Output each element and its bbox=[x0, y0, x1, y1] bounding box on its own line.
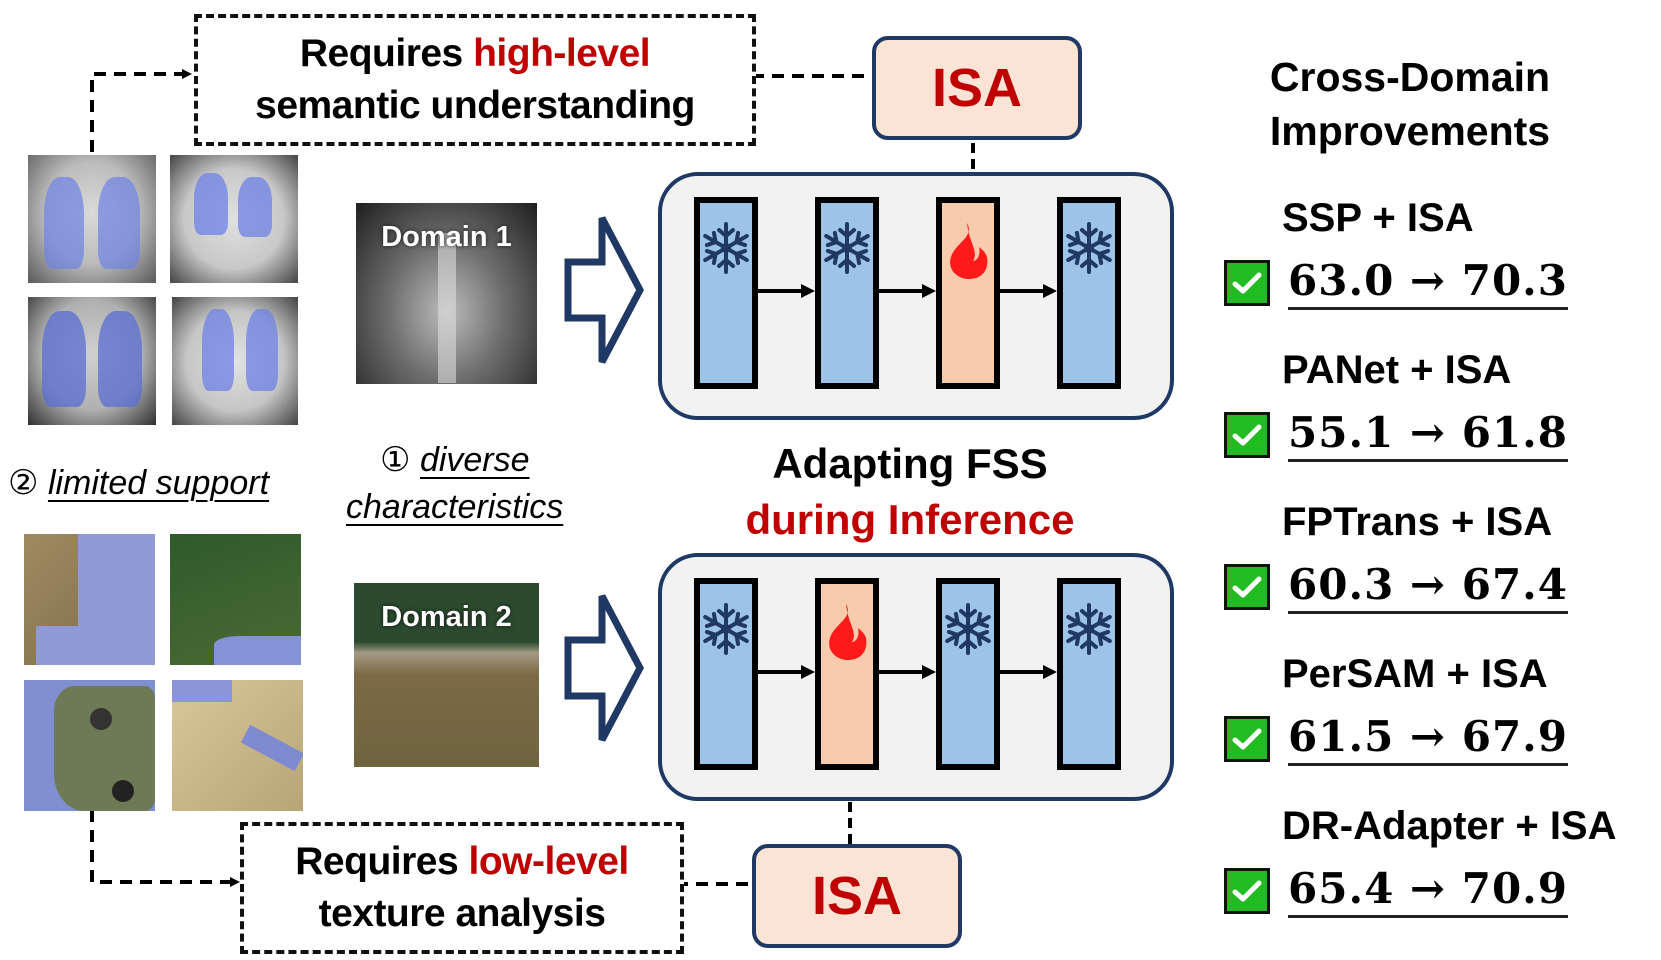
snowflake-icon bbox=[1065, 602, 1113, 661]
checkmark-icon bbox=[1224, 260, 1270, 306]
result-row: 63.0 → 70.3 bbox=[1224, 256, 1569, 310]
bottom-connector bbox=[90, 810, 240, 887]
snowflake-icon bbox=[823, 221, 871, 280]
number-2-icon: ② bbox=[8, 464, 39, 502]
requirement-highlight: low-level bbox=[468, 840, 630, 883]
low-level-requirement-box: Requires low-level texture analysis bbox=[240, 822, 684, 954]
bottom-block-2-active bbox=[815, 578, 879, 770]
high-level-line1: Requires high-level bbox=[299, 28, 651, 80]
satellite-support-image-4 bbox=[172, 680, 303, 811]
isa-bottom-label: ISA bbox=[811, 866, 903, 926]
bottom-flow-arrow-3 bbox=[1000, 665, 1057, 679]
xray-support-image-4 bbox=[172, 297, 298, 425]
center-title-line2: during Inference bbox=[745, 496, 1075, 543]
result-row: 55.1 → 61.8 bbox=[1224, 408, 1569, 462]
flame-icon bbox=[824, 602, 870, 667]
domain2-flow-arrow bbox=[564, 594, 644, 742]
center-title: Adapting FSS during Inference bbox=[660, 436, 1160, 548]
result-method-name: SSP + ISA bbox=[1282, 196, 1474, 240]
high-level-requirement-box: Requires high-level semantic understandi… bbox=[194, 14, 756, 146]
domain2-query-image: Domain 2 bbox=[354, 583, 539, 767]
satellite-support-image-1 bbox=[24, 534, 155, 665]
snowflake-icon bbox=[944, 602, 992, 661]
limited-support-text: limited support bbox=[47, 464, 270, 502]
result-score: 60.3 → 67.4 bbox=[1288, 560, 1569, 614]
top-flow-arrow-2 bbox=[879, 284, 936, 298]
result-method-name: PerSAM + ISA bbox=[1282, 652, 1548, 696]
checkmark-icon bbox=[1224, 564, 1270, 610]
top-block-2-frozen bbox=[815, 197, 879, 389]
results-title-line2: Improvements bbox=[1269, 108, 1551, 154]
results-title-line1: Cross-Domain bbox=[1269, 54, 1551, 100]
bottom-flow-arrow-1 bbox=[758, 665, 815, 679]
satellite-support-image-2 bbox=[170, 534, 301, 665]
center-title-line1: Adapting FSS bbox=[772, 440, 1048, 487]
result-row: 65.4 → 70.9 bbox=[1224, 864, 1569, 918]
bottom-block-4-frozen bbox=[1057, 578, 1121, 770]
characteristics-caption: characteristics bbox=[346, 488, 563, 527]
checkmark-icon bbox=[1224, 716, 1270, 762]
limited-support-caption: ② limited support bbox=[8, 463, 269, 503]
checkmark-icon bbox=[1224, 868, 1270, 914]
satellite-support-image-3 bbox=[24, 680, 155, 811]
domain2-label: Domain 2 bbox=[381, 601, 512, 633]
domain1-label: Domain 1 bbox=[381, 221, 512, 253]
bottom-block-3-frozen bbox=[936, 578, 1000, 770]
top-connector bbox=[90, 69, 192, 152]
result-row: 61.5 → 67.9 bbox=[1224, 712, 1569, 766]
result-method-name: PANet + ISA bbox=[1282, 348, 1512, 392]
result-method-name: FPTrans + ISA bbox=[1282, 500, 1553, 544]
domain1-query-image: Domain 1 bbox=[356, 203, 537, 384]
high-level-line2: semantic understanding bbox=[255, 84, 695, 127]
top-block-3-active bbox=[936, 197, 1000, 389]
low-level-line2: texture analysis bbox=[318, 892, 606, 935]
snowflake-icon bbox=[702, 221, 750, 280]
snowflake-icon bbox=[1065, 221, 1113, 280]
isa-bottom-box: ISA bbox=[752, 844, 962, 948]
requirement-prefix: Requires bbox=[299, 32, 474, 75]
results-title: Cross-Domain Improvements bbox=[1210, 50, 1610, 158]
result-score: 63.0 → 70.3 bbox=[1288, 256, 1569, 310]
number-1-icon: ① bbox=[380, 441, 411, 479]
bottom-flow-arrow-2 bbox=[879, 665, 936, 679]
flame-icon bbox=[945, 221, 991, 286]
xray-support-image-1 bbox=[28, 155, 156, 283]
result-score: 55.1 → 61.8 bbox=[1288, 408, 1569, 462]
xray-support-image-3 bbox=[28, 297, 156, 425]
isa-top-box: ISA bbox=[872, 36, 1082, 140]
low-level-line1: Requires low-level bbox=[295, 836, 630, 888]
snowflake-icon bbox=[702, 602, 750, 661]
requirement-highlight: high-level bbox=[473, 32, 651, 75]
diverse-caption: ① diverse bbox=[380, 440, 530, 480]
characteristics-text: characteristics bbox=[346, 488, 564, 526]
result-score: 61.5 → 67.9 bbox=[1288, 712, 1569, 766]
top-flow-arrow-3 bbox=[1000, 284, 1057, 298]
checkmark-icon bbox=[1224, 412, 1270, 458]
xray-support-image-2 bbox=[170, 155, 298, 283]
isa-top-label: ISA bbox=[931, 58, 1023, 118]
result-method-name: DR-Adapter + ISA bbox=[1282, 804, 1617, 848]
top-block-1-frozen bbox=[694, 197, 758, 389]
top-flow-arrow-1 bbox=[758, 284, 815, 298]
bottom-block-1-frozen bbox=[694, 578, 758, 770]
top-block-4-frozen bbox=[1057, 197, 1121, 389]
result-row: 60.3 → 67.4 bbox=[1224, 560, 1569, 614]
requirement-prefix: Requires bbox=[295, 840, 469, 883]
diverse-text: diverse bbox=[419, 441, 530, 479]
domain1-flow-arrow bbox=[564, 216, 644, 364]
result-score: 65.4 → 70.9 bbox=[1288, 864, 1569, 918]
